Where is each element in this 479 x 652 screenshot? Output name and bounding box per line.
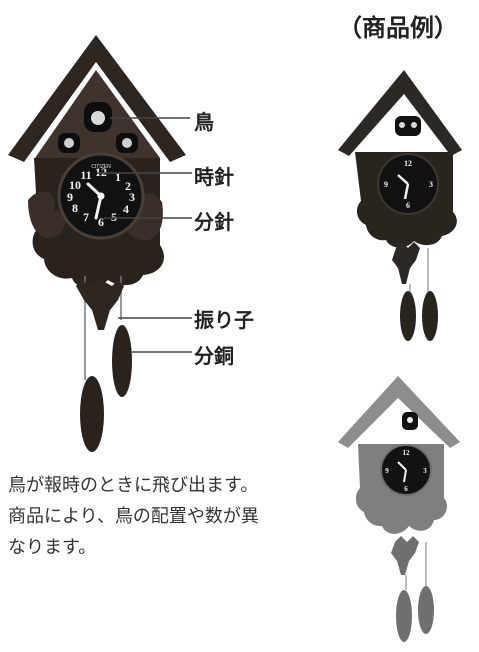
hour-hand [397, 461, 407, 471]
label-pendulum: 振り子 [194, 308, 254, 332]
dial-number-12: 12 [403, 449, 411, 457]
description-text: 鳥が報時のときに飛び出ます。 商品により、鳥の配置や数が異 なります。 [8, 470, 313, 563]
right-weight [112, 325, 132, 397]
hour-hand [397, 174, 409, 185]
left-bird-icon [64, 138, 74, 148]
minute-hand [403, 183, 410, 200]
dial-number-9: 9 [67, 190, 73, 204]
clock-dial: CITIZEN 12 1 2 3 4 5 6 7 8 9 10 11 [57, 152, 145, 240]
right-weight [422, 291, 438, 341]
dial-number-7: 7 [83, 210, 89, 224]
bird-icon [411, 122, 417, 128]
pendulum-ornament [76, 280, 124, 330]
roof-shape [8, 35, 186, 162]
roof-shape [338, 70, 462, 156]
dial-number-9: 9 [384, 180, 388, 189]
roof-shape [338, 376, 460, 448]
dial-number-9: 9 [385, 467, 389, 475]
pendulum-ornament [391, 536, 419, 575]
dial-number-2: 2 [125, 179, 131, 193]
roof [8, 35, 186, 162]
dial-number-6: 6 [98, 215, 104, 229]
dial-number-12: 12 [404, 159, 412, 168]
dial-number-11: 11 [80, 168, 91, 182]
description-line-2: 商品により、鳥の配置や数が異 [8, 506, 259, 527]
clock-brand: CITIZEN [91, 164, 111, 170]
dial-number-3: 3 [423, 467, 427, 475]
label-minute-hand: 分針 [194, 210, 234, 234]
description-line-1: 鳥が報時のときに飛び出ます。 [8, 475, 259, 496]
dial-number-10: 10 [69, 178, 81, 192]
pendulum-assembly [76, 276, 132, 452]
bird-window [395, 116, 421, 136]
bird-icon [407, 417, 413, 423]
example-clock-black: 12 3 6 9 [338, 70, 462, 341]
right-weight [418, 586, 434, 634]
right-bird-icon [122, 138, 132, 148]
top-bird-icon [91, 111, 105, 125]
page-title: （商品例） [338, 14, 458, 42]
dial-number-6: 6 [404, 485, 408, 493]
bird-windows [58, 102, 138, 153]
dial-number-3: 3 [129, 190, 135, 204]
dial-number-6: 6 [406, 201, 410, 210]
minute-hand [94, 194, 103, 220]
minute-hand [403, 469, 407, 483]
label-weight: 分銅 [194, 344, 234, 368]
dial-number-3: 3 [429, 180, 433, 189]
bird-icon [399, 122, 405, 128]
left-weight [80, 376, 104, 452]
left-weight [396, 590, 412, 642]
dial-number-4: 4 [123, 202, 129, 216]
description-line-3: なります。 [8, 537, 97, 558]
main-cuckoo-clock: CITIZEN 12 1 2 3 4 5 6 7 8 9 10 11 [8, 35, 192, 452]
example-clock-gray: 12 3 6 9 [338, 376, 460, 642]
left-carved-leaves [28, 191, 66, 239]
dial-number-12: 12 [95, 165, 107, 179]
dial-number-1: 1 [115, 170, 121, 184]
dial-number-8: 8 [72, 201, 78, 215]
dial-center [97, 192, 105, 200]
dial-number-5: 5 [111, 210, 117, 224]
label-bird: 鳥 [194, 110, 214, 134]
callout-lines [97, 117, 192, 353]
pendulum-ornament [392, 242, 420, 284]
left-weight [400, 291, 416, 341]
label-hour-hand: 時針 [194, 165, 234, 189]
